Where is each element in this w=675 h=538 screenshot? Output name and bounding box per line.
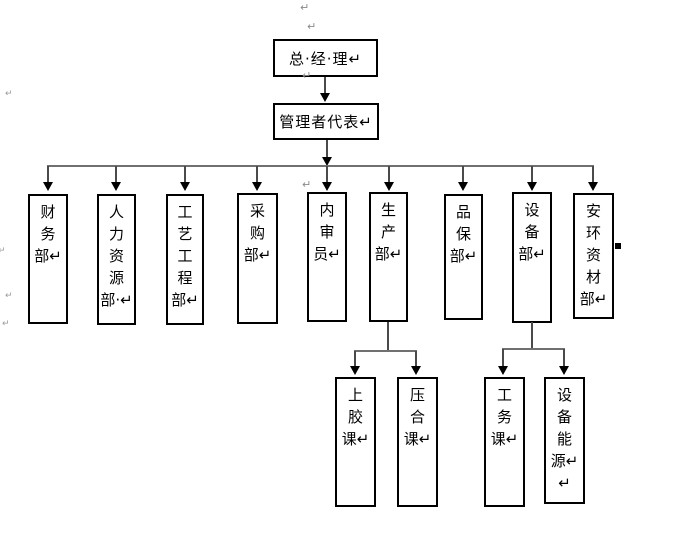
connector-drop-works — [502, 349, 504, 366]
org-box-management-representative[interactable]: 管理者代表↵ — [273, 103, 379, 140]
connector-drop-internal-auditor — [326, 166, 328, 182]
org-box-internal-auditor-label: 内 审 员↵ — [313, 201, 341, 263]
connector-drop-finance — [47, 166, 49, 182]
org-box-works-section[interactable]: 工 务 课↵ — [484, 377, 525, 507]
org-box-hr-dept-label: 人 力 资 源 部·↵ — [100, 203, 133, 309]
org-box-general-manager-label: 总·经·理↵ — [288, 49, 363, 68]
org-box-quality-assurance-dept[interactable]: 品 保 部↵ — [444, 194, 483, 320]
return-mark-icon: ↵ — [0, 246, 6, 256]
org-box-production-dept-label: 生 产 部↵ — [374, 201, 403, 263]
arrowhead-works — [498, 366, 508, 375]
connector-drop-production — [388, 166, 390, 182]
connector-drop-equipment — [531, 166, 533, 182]
org-box-gluing-section[interactable]: 上 胶 课↵ — [335, 377, 376, 507]
org-box-purchasing-dept[interactable]: 采 购 部↵ — [237, 193, 278, 324]
connector-rail-main — [47, 165, 594, 167]
connector-drop-purchasing — [256, 166, 258, 182]
org-box-hr-dept[interactable]: 人 力 资 源 部·↵ — [97, 194, 136, 325]
org-box-process-engineering-dept[interactable]: 工 艺 工 程 部↵ — [166, 194, 204, 325]
connector-drop-equipment-energy — [563, 349, 565, 366]
arrowhead-lamination — [411, 366, 421, 375]
connector-drop-lamination — [415, 351, 417, 366]
connector-drop-hr — [115, 166, 117, 182]
connector-drop-safety-env-materials — [592, 166, 594, 182]
return-mark-icon: ↵ — [300, 1, 310, 14]
org-box-equipment-energy-section[interactable]: 设 备 能 源↵ ↵ — [544, 377, 585, 504]
org-box-management-representative-label: 管理者代表↵ — [279, 113, 373, 131]
arrowhead-safety-env-materials — [588, 182, 598, 191]
arrowhead-process-engineering — [180, 182, 190, 191]
arrowhead-purchasing — [252, 182, 262, 191]
connector-stem-production — [387, 322, 389, 351]
arrowhead-rep-to-rail — [322, 157, 332, 166]
arrowhead-quality-assurance — [458, 182, 468, 191]
org-box-purchasing-dept-label: 采 购 部↵ — [243, 202, 272, 264]
connector-stem-equipment — [531, 322, 533, 349]
return-mark-icon: ↵ — [5, 291, 13, 301]
org-box-safety-env-materials-dept-label: 安 环 资 材 部↵ — [579, 202, 608, 308]
org-box-equipment-dept[interactable]: 设 备 部↵ — [512, 192, 552, 323]
connector-rail-production — [354, 350, 417, 352]
org-box-general-manager[interactable]: 总·经·理↵ — [273, 39, 378, 77]
org-box-equipment-energy-section-label: 设 备 能 源↵ ↵ — [550, 386, 579, 492]
black-square-mark — [615, 243, 621, 249]
arrowhead-hr — [111, 182, 121, 191]
connector-drop-quality-assurance — [462, 166, 464, 182]
org-box-finance-dept-label: 财 务 部↵ — [34, 203, 62, 265]
arrowhead-gluing — [350, 366, 360, 375]
connector-line-rep-to-rail — [326, 140, 328, 157]
return-mark-icon: ↵ — [307, 20, 317, 33]
org-box-equipment-dept-label: 设 备 部↵ — [518, 201, 546, 263]
connector-drop-process-engineering — [184, 166, 186, 182]
org-box-lamination-section[interactable]: 压 合 课↵ — [397, 377, 438, 507]
return-mark-icon: ↵ — [302, 178, 312, 191]
org-box-process-engineering-dept-label: 工 艺 工 程 部↵ — [171, 203, 199, 309]
connector-drop-gluing — [354, 351, 356, 366]
org-box-finance-dept[interactable]: 财 务 部↵ — [28, 194, 68, 324]
return-mark-icon: ↵ — [302, 69, 312, 82]
org-box-production-dept[interactable]: 生 产 部↵ — [369, 192, 408, 322]
connector-line-gm-to-rep — [324, 77, 326, 93]
arrowhead-finance — [43, 182, 53, 191]
org-box-lamination-section-label: 压 合 课↵ — [403, 386, 432, 448]
arrowhead-equipment-energy — [559, 366, 569, 375]
connector-rail-equipment — [502, 348, 565, 350]
return-mark-icon: ↵ — [2, 319, 10, 329]
arrowhead-production — [384, 182, 394, 191]
org-box-quality-assurance-dept-label: 品 保 部↵ — [449, 203, 478, 265]
arrowhead-gm-to-rep — [320, 93, 330, 102]
arrowhead-internal-auditor — [322, 182, 332, 191]
return-mark-icon: ↵ — [5, 89, 13, 99]
arrowhead-equipment — [527, 182, 537, 191]
org-box-works-section-label: 工 务 课↵ — [490, 386, 519, 448]
org-box-safety-env-materials-dept[interactable]: 安 环 资 材 部↵ — [573, 193, 614, 319]
org-box-gluing-section-label: 上 胶 课↵ — [341, 386, 370, 448]
org-box-internal-auditor[interactable]: 内 审 员↵ — [307, 192, 347, 322]
